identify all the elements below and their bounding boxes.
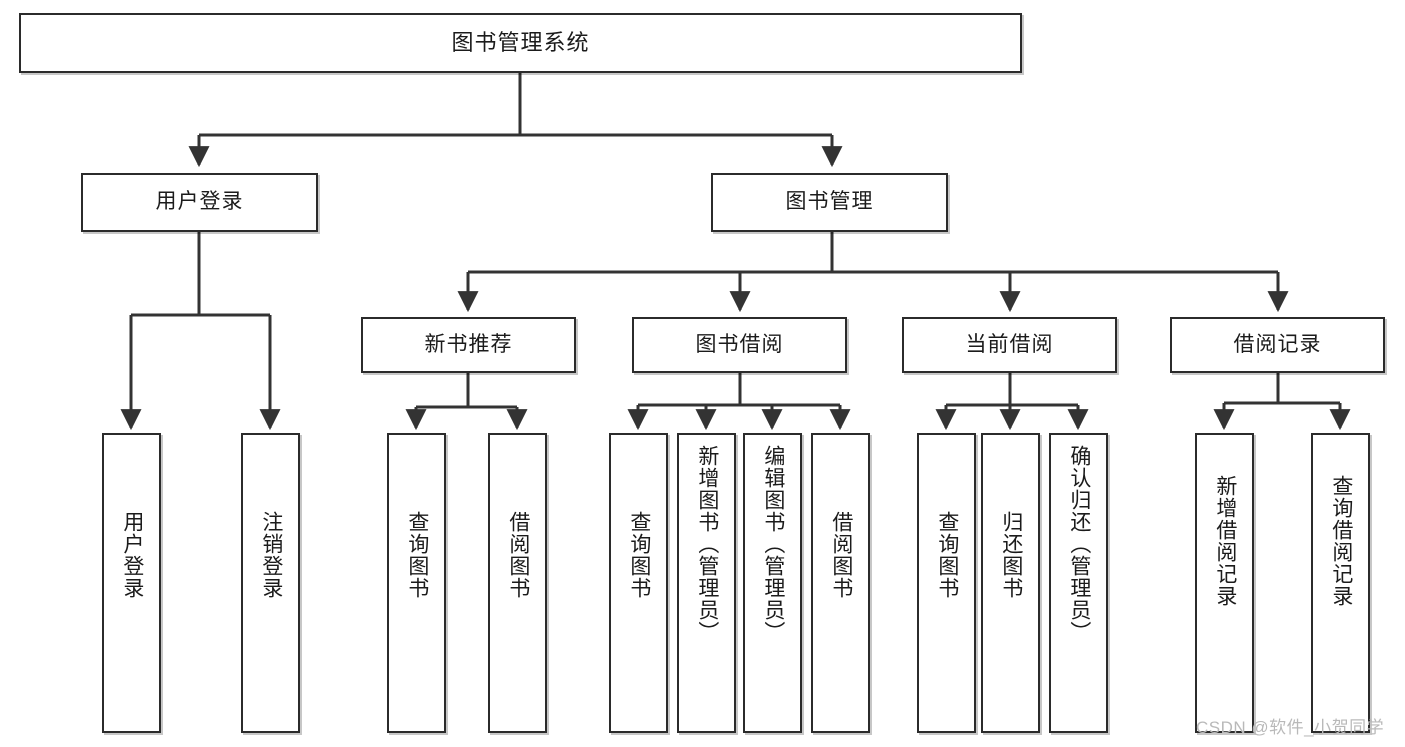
leaf-query-book-2[interactable]: 查询图书: [609, 433, 668, 733]
node-current-borrow-label: 当前借阅: [965, 332, 1054, 356]
node-book-borrow-label: 图书借阅: [695, 332, 784, 356]
node-book-manage-label: 图书管理: [785, 190, 874, 214]
leaf-borrow-book-2-label: 借阅图书: [829, 511, 853, 599]
leaf-borrow-book-1-label: 借阅图书: [506, 511, 530, 599]
leaf-user-login-label: 用户登录: [120, 511, 144, 599]
leaf-user-login[interactable]: 用户登录: [102, 433, 161, 733]
leaf-confirm-return[interactable]: 确认归还（管理员）: [1049, 433, 1108, 733]
leaf-add-book[interactable]: 新增图书（管理员）: [677, 433, 736, 733]
node-book-manage[interactable]: 图书管理: [711, 173, 948, 232]
leaf-query-book-3[interactable]: 查询图书: [917, 433, 976, 733]
leaf-return-book[interactable]: 归还图书: [981, 433, 1040, 733]
leaf-add-book-label: 新增图书（管理员）: [695, 445, 719, 643]
leaf-add-record[interactable]: 新增借阅记录: [1195, 433, 1254, 733]
node-user-login-label: 用户登录: [155, 190, 244, 214]
leaf-query-book-1-label: 查询图书: [405, 511, 429, 599]
node-new-book-recommend-label: 新书推荐: [424, 332, 513, 356]
leaf-add-record-label: 新增借阅记录: [1213, 475, 1237, 607]
node-current-borrow[interactable]: 当前借阅: [902, 317, 1117, 373]
leaf-query-book-2-label: 查询图书: [627, 511, 651, 599]
node-root-label: 图书管理系统: [451, 30, 590, 56]
leaf-query-record-label: 查询借阅记录: [1329, 475, 1353, 607]
node-borrow-record[interactable]: 借阅记录: [1170, 317, 1385, 373]
leaf-return-book-label: 归还图书: [999, 511, 1023, 599]
leaf-edit-book[interactable]: 编辑图书（管理员）: [743, 433, 802, 733]
leaf-user-logout[interactable]: 注销登录: [241, 433, 300, 733]
watermark-text: CSDN @软件_小贺同学: [1196, 718, 1385, 737]
leaf-query-book-1[interactable]: 查询图书: [387, 433, 446, 733]
leaf-borrow-book-2[interactable]: 借阅图书: [811, 433, 870, 733]
leaf-edit-book-label: 编辑图书（管理员）: [761, 445, 785, 643]
leaf-query-book-3-label: 查询图书: [935, 511, 959, 599]
leaf-confirm-return-label: 确认归还（管理员）: [1067, 445, 1091, 643]
node-root[interactable]: 图书管理系统: [19, 13, 1022, 73]
node-new-book-recommend[interactable]: 新书推荐: [361, 317, 576, 373]
leaf-user-logout-label: 注销登录: [259, 511, 283, 599]
leaf-query-record[interactable]: 查询借阅记录: [1311, 433, 1370, 733]
node-user-login[interactable]: 用户登录: [81, 173, 318, 232]
leaf-borrow-book-1[interactable]: 借阅图书: [488, 433, 547, 733]
node-borrow-record-label: 借阅记录: [1233, 332, 1322, 356]
node-book-borrow[interactable]: 图书借阅: [632, 317, 847, 373]
